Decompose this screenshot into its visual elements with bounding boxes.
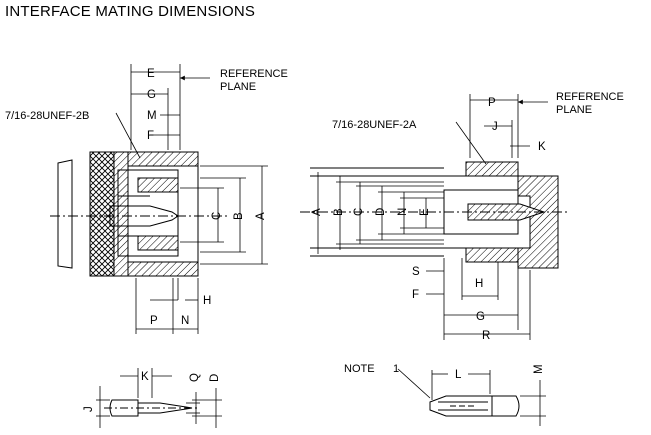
right-dim-n: N [397, 208, 409, 216]
right-dim-r: R [482, 330, 490, 342]
left-dim-h: H [203, 295, 211, 307]
right-dim-g: G [476, 311, 485, 323]
right-dim-j: J [492, 121, 498, 133]
right-dim-h: H [475, 278, 483, 290]
right-dim-c: C [353, 208, 365, 216]
right-dim-f: F [412, 289, 419, 301]
right-reference-label: REFERENCE [556, 91, 624, 103]
right-plane-label: PLANE [556, 104, 592, 116]
socket-detail [429, 395, 520, 417]
socket-dim-l: L [455, 369, 462, 381]
pin-dim-k: K [141, 371, 149, 383]
right-dim-e: E [419, 208, 431, 216]
right-dim-p: P [488, 97, 496, 109]
pin-dim-d: D [209, 374, 221, 382]
socket-note-label: NOTE [344, 363, 375, 375]
pin-dim-q: Q [189, 373, 201, 382]
left-reference-label: REFERENCE [220, 68, 288, 80]
pin-dim-j: J [83, 406, 95, 412]
left-thread-callout: 7/16-28UNEF-2B [5, 110, 89, 122]
page-title: INTERFACE MATING DIMENSIONS [5, 3, 256, 20]
left-dim-a: A [255, 212, 267, 220]
left-connector-view [50, 151, 228, 277]
left-dim-e: E [147, 68, 155, 80]
right-dim-d: D [375, 208, 387, 216]
left-dim-c: C [211, 212, 223, 220]
right-dim-a: A [311, 208, 323, 216]
right-dim-k: K [538, 141, 546, 153]
left-dim-n: N [181, 315, 189, 327]
left-dim-b: B [233, 212, 245, 220]
left-dim-g: G [147, 89, 156, 101]
socket-note-number: 1 [393, 363, 399, 375]
left-dim-f: F [147, 130, 154, 142]
socket-dim-m: M [533, 364, 545, 374]
left-dim-p: P [150, 315, 158, 327]
right-thread-callout: 7/16-28UNEF-2A [332, 119, 417, 131]
pin-detail [104, 399, 200, 417]
left-plane-label: PLANE [220, 81, 256, 93]
right-dim-b: B [333, 208, 345, 216]
right-dim-s: S [412, 266, 420, 278]
left-dim-m: M [147, 110, 157, 122]
